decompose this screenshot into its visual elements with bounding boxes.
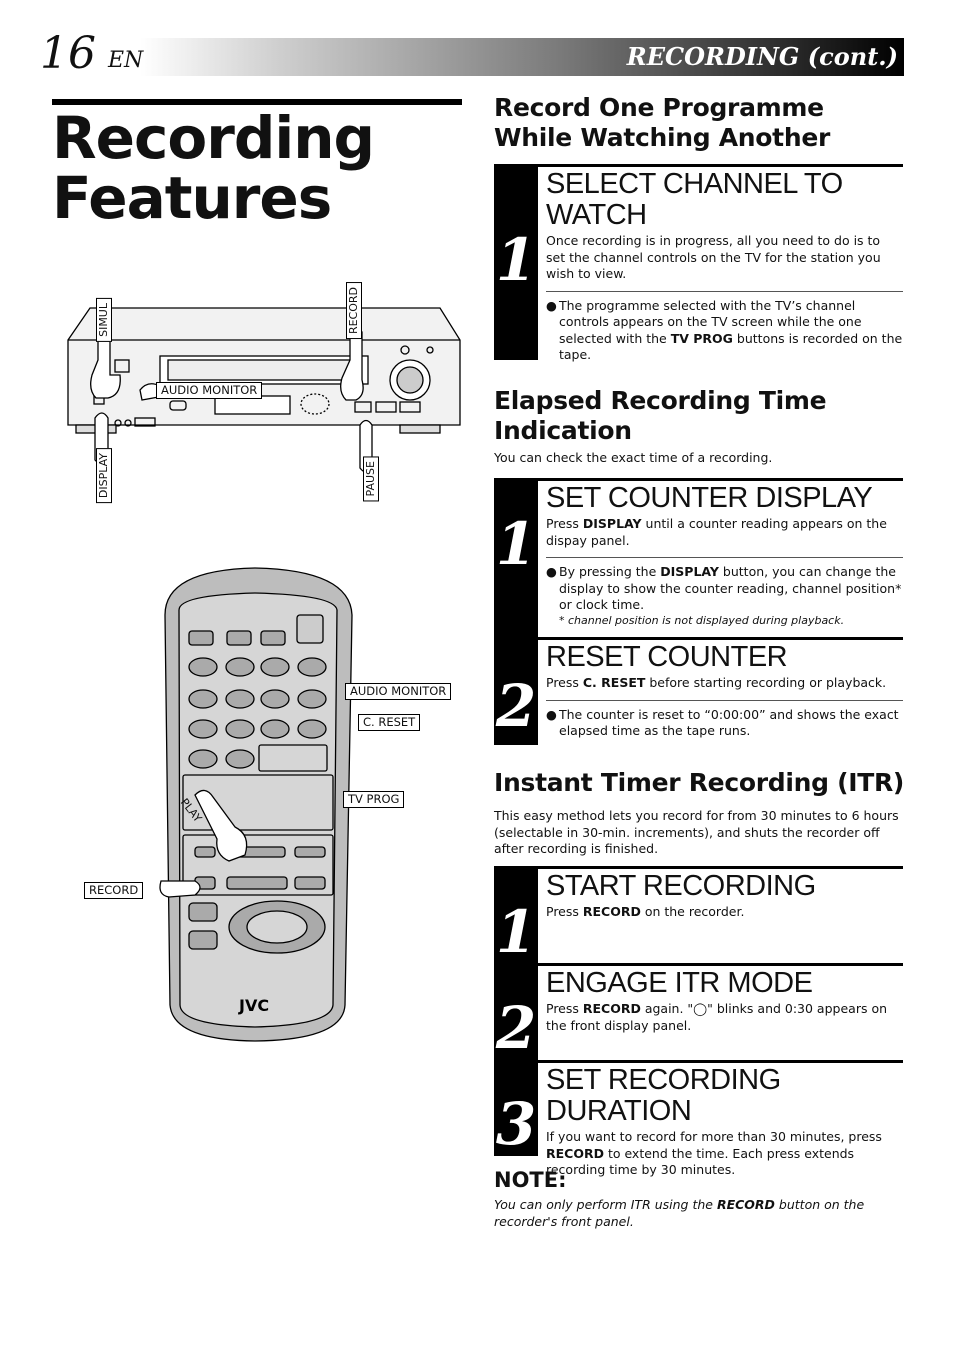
step-reset-counter: RESET COUNTER Press C. RESET before star…: [538, 637, 903, 740]
step-number: 1: [495, 898, 537, 966]
page-title-line2: Features: [52, 164, 332, 232]
note-heading: NOTE:: [494, 1168, 567, 1192]
remote-label-c-reset: C. RESET: [358, 714, 421, 731]
vcr-label-simul: SIMUL: [96, 298, 112, 342]
step-title: RESET COUNTER: [546, 641, 788, 673]
step-select-channel: SELECT CHANNEL TO WATCH Once recording i…: [538, 164, 903, 364]
section2-intro: You can check the exact time of a record…: [494, 450, 773, 465]
step-title: SELECT CHANNEL TO WATCH: [546, 168, 843, 231]
section2-heading-line2: Indication: [494, 416, 632, 445]
remote-brand-logo: JVC: [238, 996, 269, 1015]
title-rule: [52, 99, 462, 105]
step-number-bar: 1: [494, 164, 538, 360]
section-title: RECORDING (cont.): [626, 42, 898, 71]
step-note: ●The programme selected with the TV’s ch…: [546, 290, 903, 364]
page-title-line1: Recording: [52, 104, 375, 172]
step-number-bar: 1 2 3: [494, 866, 538, 1156]
section3-intro: This easy method lets you record for fro…: [494, 808, 899, 856]
step-engage-itr: ENGAGE ITR MODE Press RECORD again. "◯" …: [538, 963, 903, 1034]
step-body: Press RECORD on the recorder.: [546, 904, 745, 919]
step-body: If you want to record for more than 30 m…: [546, 1129, 882, 1177]
step-body: Once recording is in progress, all you n…: [546, 233, 881, 281]
section1-heading: Record One Programme While Watching Anot…: [494, 93, 914, 153]
step-set-duration: SET RECORDING DURATION If you want to re…: [538, 1060, 903, 1179]
remote-label-record: RECORD: [84, 882, 144, 899]
step-number: 1: [495, 226, 537, 294]
vcr-label-pause: PAUSE: [363, 456, 379, 502]
step-number: 1: [495, 510, 537, 578]
step-number-bar: 1 2: [494, 478, 538, 745]
step-body: Press RECORD again. "◯" blinks and 0:30 …: [546, 1001, 888, 1033]
vcr-label-record: RECORD: [346, 282, 362, 340]
remote-label-tv-prog: TV PROG: [343, 791, 405, 808]
vcr-illustration: [67, 307, 461, 473]
step-title: SET RECORDING DURATION: [546, 1064, 781, 1127]
step-number: 2: [495, 672, 537, 740]
step-number: 2: [495, 994, 537, 1062]
step-number: 3: [495, 1090, 537, 1158]
vcr-label-display: DISPLAY: [96, 448, 112, 504]
step-set-counter-display: SET COUNTER DISPLAY Press DISPLAY until …: [538, 478, 903, 628]
step-body: Press DISPLAY until a counter reading ap…: [546, 516, 887, 548]
step-start-recording: START RECORDING Press RECORD on the reco…: [538, 866, 903, 921]
step-note: ●The counter is reset to “0:00:00” and s…: [546, 699, 903, 740]
step-note: ●By pressing the DISPLAY button, you can…: [546, 557, 903, 614]
step-body: Press C. RESET before starting recording…: [546, 675, 887, 690]
bullet-icon: ●: [546, 297, 557, 313]
page-number: 16: [40, 28, 96, 79]
section2-heading-line1: Elapsed Recording Time: [494, 386, 827, 415]
section1-heading-line1: Record One Programme: [494, 93, 824, 122]
header-bar: [140, 38, 904, 76]
vcr-label-audio-monitor: AUDIO MONITOR: [156, 382, 263, 399]
bullet-icon: ●: [546, 564, 557, 579]
step-title: ENGAGE ITR MODE: [546, 967, 813, 999]
step-title: START RECORDING: [546, 870, 816, 902]
step-title: SET COUNTER DISPLAY: [546, 482, 873, 514]
section1-heading-line2: While Watching Another: [494, 123, 831, 152]
page-language: EN: [108, 48, 144, 73]
note-text: You can only perform ITR using the RECOR…: [494, 1197, 865, 1229]
remote-illustration: JVC: [159, 567, 353, 1042]
step-footnote: * channel position is not displayed duri…: [559, 613, 845, 627]
section2-heading: Elapsed Recording Time Indication: [494, 386, 914, 446]
remote-label-audio-monitor: AUDIO MONITOR: [345, 683, 452, 700]
bullet-icon: ●: [546, 706, 557, 722]
page-title: Recording Features: [52, 104, 375, 232]
section3-heading: Instant Timer Recording (ITR): [494, 768, 905, 797]
